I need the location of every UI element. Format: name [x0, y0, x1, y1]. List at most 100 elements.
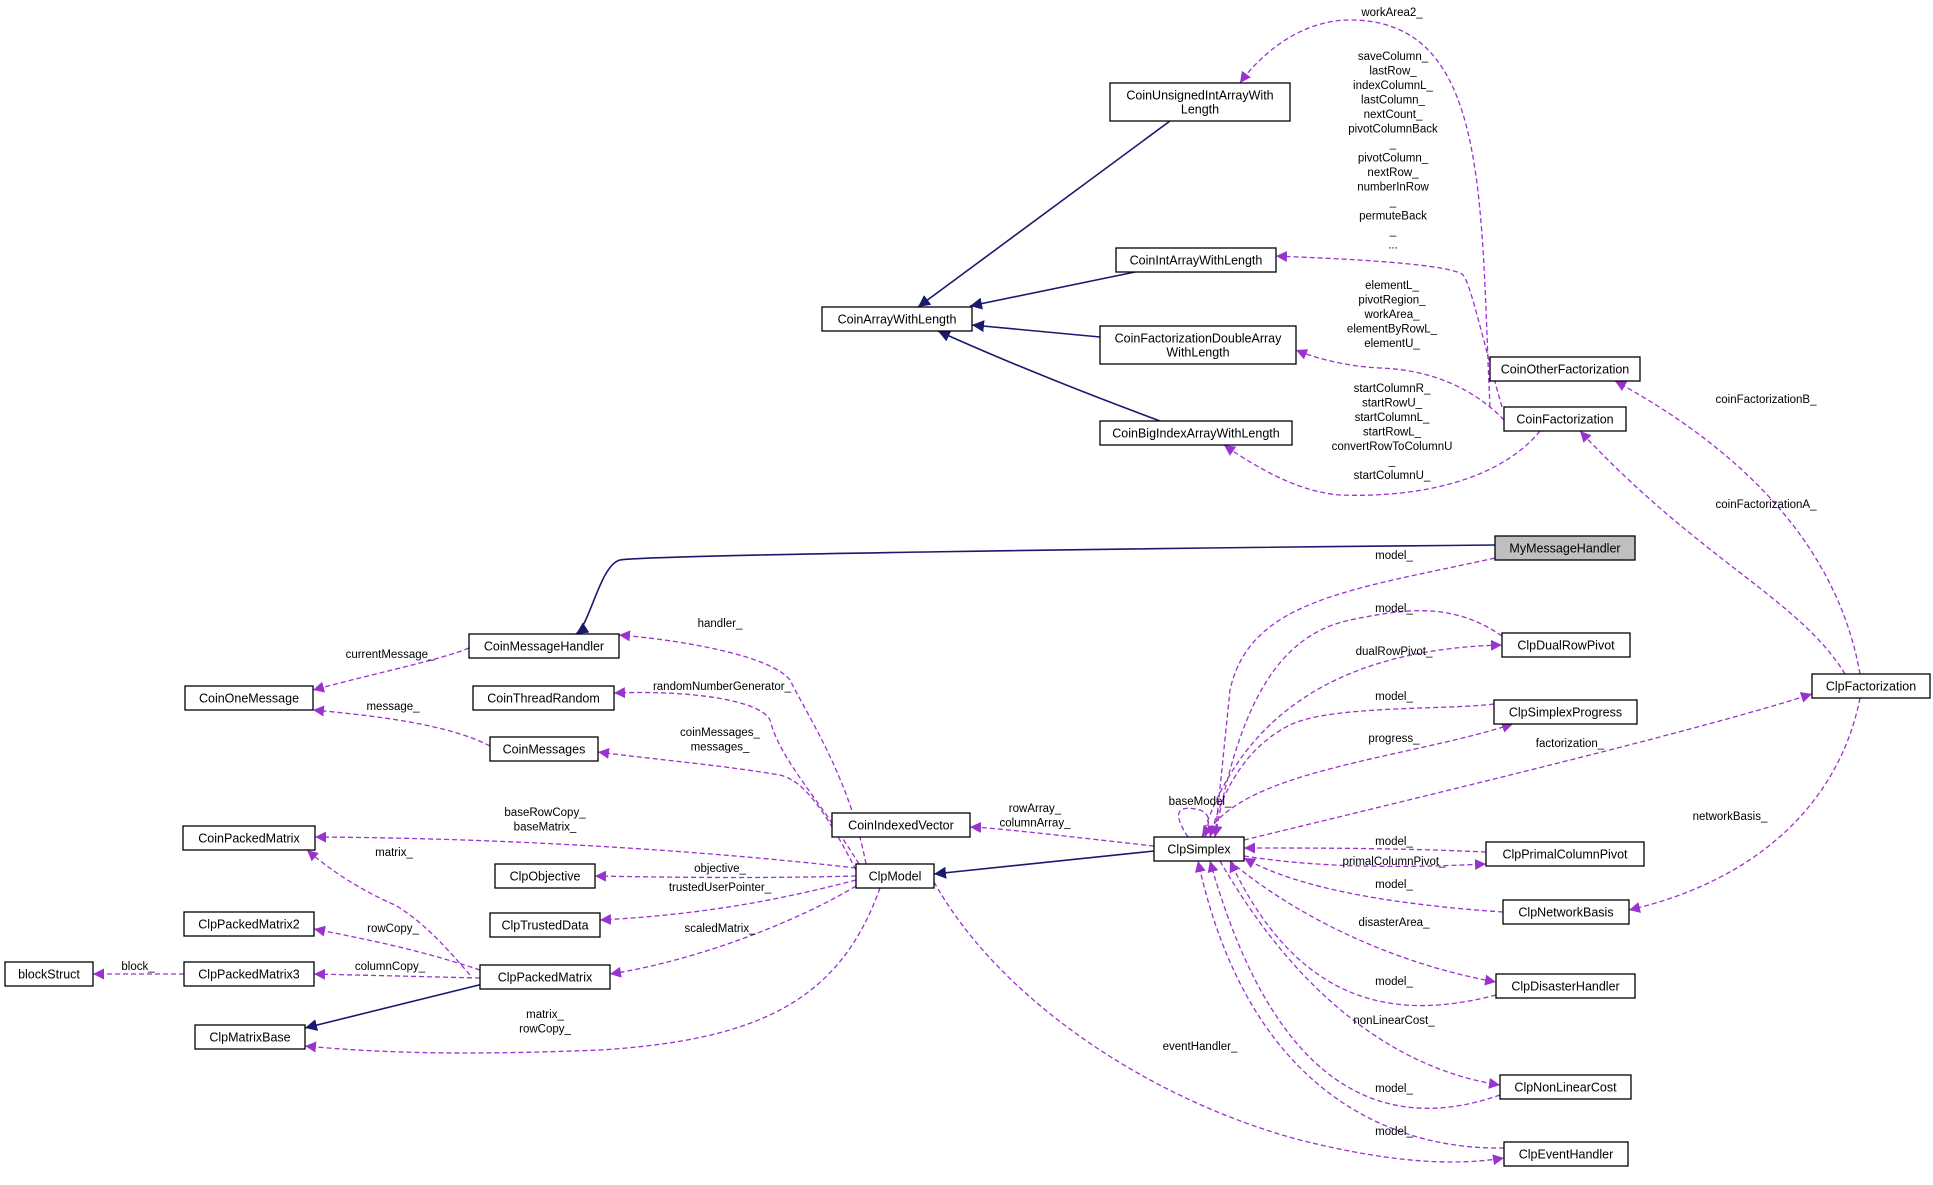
node-box[interactable]: [1099, 325, 1297, 365]
edge-label-line: model_: [1375, 879, 1413, 891]
node-coinmessages[interactable]: CoinMessages: [489, 736, 599, 762]
node-label: CoinOneMessage: [199, 692, 299, 706]
node-label: ClpEventHandler: [1519, 1148, 1614, 1162]
edge-label-line: trustedUserPointer_: [669, 882, 772, 894]
node-coinonemessage[interactable]: CoinOneMessage: [184, 685, 314, 711]
node-box[interactable]: [489, 912, 601, 938]
node-box[interactable]: [194, 1024, 306, 1050]
node-clpmatrixbase[interactable]: ClpMatrixBase: [194, 1024, 306, 1050]
edge-label-line: workArea_: [1364, 309, 1421, 321]
node-box[interactable]: [1499, 1074, 1632, 1100]
node-coinarraywithlength[interactable]: CoinArrayWithLength: [821, 306, 973, 332]
node-label: ClpDisasterHandler: [1511, 980, 1619, 994]
edge-label-line: baseModel_: [1169, 796, 1232, 808]
node-box[interactable]: [1495, 973, 1636, 999]
node-coinintarraywithlength[interactable]: CoinIntArrayWithLength: [1115, 247, 1277, 273]
edge-label-line: factorization_: [1536, 738, 1605, 750]
edge-label-line: disasterArea_: [1359, 917, 1431, 929]
node-box[interactable]: [183, 911, 315, 937]
node-label-line: ClpSimplexProgress: [1509, 706, 1622, 720]
node-label-line: CoinIntArrayWithLength: [1130, 254, 1263, 268]
edge-label-columnCopy: columnCopy_: [355, 961, 426, 973]
edge-label-rowCopy_cpm2: rowCopy_: [367, 923, 419, 935]
node-clppackedmatrix[interactable]: ClpPackedMatrix: [479, 964, 611, 990]
node-label: CoinBigIndexArrayWithLength: [1112, 427, 1279, 441]
node-cointhreadrandom[interactable]: CoinThreadRandom: [472, 685, 615, 711]
edge-label-cf_double_arrays: elementL_pivotRegion_workArea_elementByR…: [1347, 280, 1438, 350]
node-clpnonlinearcost[interactable]: ClpNonLinearCost: [1499, 1074, 1632, 1100]
node-box[interactable]: [494, 863, 596, 889]
node-clpfactorization[interactable]: ClpFactorization: [1811, 673, 1931, 699]
node-box[interactable]: [489, 736, 599, 762]
node-clpprimalcolumnpivot[interactable]: ClpPrimalColumnPivot: [1485, 841, 1645, 867]
edge-label-factorization: factorization_: [1536, 738, 1605, 750]
node-label-line: ClpMatrixBase: [209, 1031, 290, 1045]
node-box[interactable]: [1489, 356, 1641, 382]
edge-label-line: _: [1389, 196, 1397, 208]
node-clpdualrowpivot[interactable]: ClpDualRowPivot: [1501, 632, 1631, 658]
node-clpsimplex[interactable]: ClpSimplex: [1153, 836, 1245, 862]
edge-label-scaledMatrix: scaledMatrix_: [685, 923, 757, 935]
node-box[interactable]: [1503, 406, 1627, 432]
node-box[interactable]: [1485, 841, 1645, 867]
node-label-line: CoinMessages: [503, 743, 586, 757]
node-coinotherfactorization[interactable]: CoinOtherFactorization: [1489, 356, 1641, 382]
usage-edge-11: [1614, 380, 1861, 675]
edge-label-line: baseMatrix_: [514, 822, 577, 834]
node-box[interactable]: [855, 863, 935, 889]
usage-edge-44: [1628, 697, 1861, 913]
node-box[interactable]: [183, 961, 315, 987]
node-clptrusteddata[interactable]: ClpTrustedData: [489, 912, 601, 938]
node-clppackedmatrix3[interactable]: ClpPackedMatrix3: [183, 961, 315, 987]
node-box[interactable]: [479, 964, 611, 990]
node-clppackedmatrix2[interactable]: ClpPackedMatrix2: [183, 911, 315, 937]
node-coinpackedmatrix[interactable]: CoinPackedMatrix: [182, 825, 316, 851]
node-box[interactable]: [1501, 632, 1631, 658]
node-box[interactable]: [472, 685, 615, 711]
node-label-line: CoinFactorizationDoubleArray: [1115, 332, 1282, 346]
node-box[interactable]: [1503, 1141, 1629, 1167]
node-clpmodel[interactable]: ClpModel: [855, 863, 935, 889]
edge-label-event_model: model_: [1375, 1126, 1413, 1138]
edge-label-dual_model: model_: [1375, 603, 1413, 615]
node-box[interactable]: [831, 812, 971, 838]
node-box[interactable]: [1153, 836, 1245, 862]
node-box[interactable]: [1493, 699, 1638, 725]
node-coinindexedvector[interactable]: CoinIndexedVector: [831, 812, 971, 838]
node-box[interactable]: [1494, 535, 1636, 561]
node-clpdisasterhandler[interactable]: ClpDisasterHandler: [1495, 973, 1636, 999]
edge-label-line: currentMessage_: [346, 649, 435, 661]
usage-edge-13: [1210, 557, 1496, 838]
node-box[interactable]: [184, 685, 314, 711]
node-label-line: blockStruct: [18, 968, 80, 982]
node-box[interactable]: [468, 633, 620, 659]
node-mymessagehandler[interactable]: MyMessageHandler: [1494, 535, 1636, 561]
node-clpnetworkbasis[interactable]: ClpNetworkBasis: [1502, 899, 1630, 925]
node-box[interactable]: [821, 306, 973, 332]
node-label-line: CoinBigIndexArrayWithLength: [1112, 427, 1279, 441]
usage-edge-30: [1201, 639, 1503, 838]
node-clpobjective[interactable]: ClpObjective: [494, 863, 596, 889]
node-box[interactable]: [1109, 82, 1291, 122]
node-label-line: CoinMessageHandler: [484, 640, 604, 654]
node-box[interactable]: [1811, 673, 1931, 699]
usage-edge-29: [1211, 610, 1503, 838]
node-coinmessagehandler[interactable]: CoinMessageHandler: [468, 633, 620, 659]
edge-label-matrix_rowCopy: matrix_rowCopy_: [519, 1009, 571, 1036]
node-box[interactable]: [1502, 899, 1630, 925]
node-blockstruct[interactable]: blockStruct: [4, 961, 94, 987]
usage-edge-24: [609, 885, 857, 978]
node-clpeventhandler[interactable]: ClpEventHandler: [1503, 1141, 1629, 1167]
node-box[interactable]: [1099, 420, 1293, 446]
edge-label-nonLinearCost: nonLinearCost_: [1353, 1015, 1435, 1027]
node-box[interactable]: [1115, 247, 1277, 273]
node-box[interactable]: [182, 825, 316, 851]
edge-label-line: scaledMatrix_: [685, 923, 757, 935]
node-box[interactable]: [4, 961, 94, 987]
node-clpsimplexprogress[interactable]: ClpSimplexProgress: [1493, 699, 1638, 725]
node-coinfactorization[interactable]: CoinFactorization: [1503, 406, 1627, 432]
usage-edge-21: [594, 870, 857, 882]
node-coinbigindexarraywithlength[interactable]: CoinBigIndexArrayWithLength: [1099, 420, 1293, 446]
